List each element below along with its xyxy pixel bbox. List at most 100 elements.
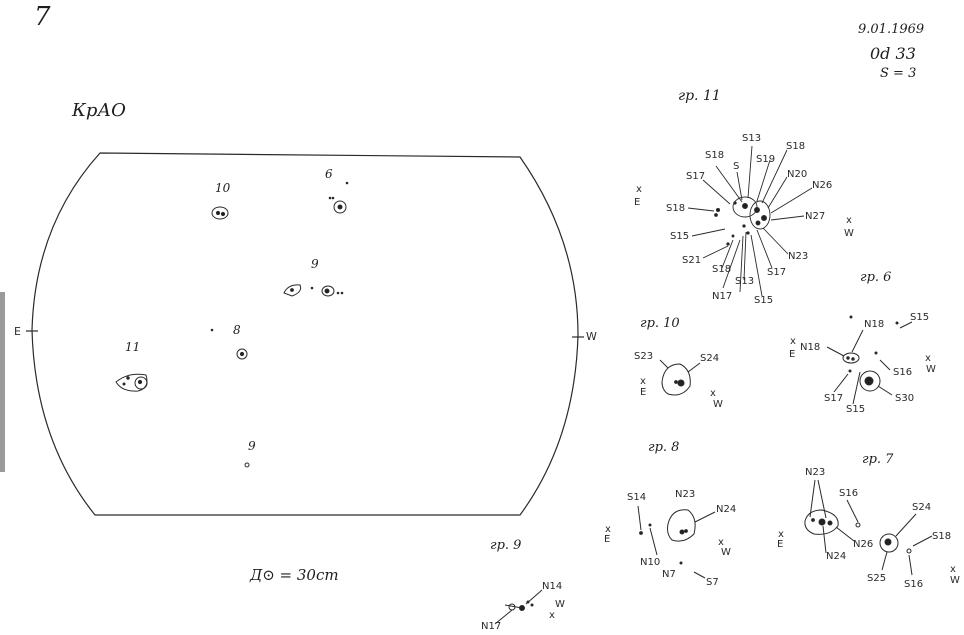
spot-group-9-central [283,284,344,297]
observation-time: 0d 33 [870,44,916,63]
group-11-label: N17 [712,291,733,302]
group-6-label: S30 [895,393,915,404]
disk-group-label-11: 11 [125,340,141,354]
group-11-orient-w: W [844,228,854,239]
disk-group-label-8: 8 [233,323,241,337]
group-11-orient-x: x [636,184,642,195]
group-6-orient-w: W [926,364,936,375]
disk-diameter-note: Д⊙ = 30cm [250,566,339,584]
group-8-label: N23 [675,489,696,500]
group-6-orient-x: x [790,336,796,347]
group-11-label: S18 [666,203,686,214]
group-7-orient-e: E [777,539,784,550]
group-6-label: S15 [846,404,866,415]
spot-group-6 [328,181,349,214]
group-11-label: N27 [805,211,826,222]
group-11-label: S18 [786,141,806,152]
group-6-label: S15 [910,312,930,323]
observation-date: 9.01.1969 [858,22,925,37]
group-10-orient-e: E [640,387,647,398]
group-7-orient-x: x [778,529,784,540]
group-8-orient-e: E [604,534,611,545]
disk-group-label-9-south: 9 [248,439,256,453]
group-11-label: S15 [670,231,690,242]
group-11-label: S21 [682,255,702,266]
group-8-label: N10 [640,557,661,568]
sheet-number: 7 [34,2,51,32]
group-11-label: N20 [787,169,808,180]
group-8-orient-x: x [605,524,611,535]
group-10-orient-x: x [640,376,646,387]
group-8-title: гр. 8 [648,440,680,455]
group-11-label: S13 [735,276,755,287]
spot-group-11 [115,373,148,392]
group-8-label: N24 [716,504,737,515]
group-7-orient-x: x [950,564,956,575]
group-11-label: S18 [712,264,732,275]
group-6-orient-x: x [925,353,931,364]
disk-group-label-6: 6 [325,167,333,181]
group-6-label: S17 [824,393,844,404]
group-11-orient-x: x [846,215,852,226]
group-10-title: гр. 10 [640,316,680,331]
group-7-label: N23 [805,467,826,478]
group-6-label: N18 [800,342,821,353]
group-8-orient-w: W [721,547,731,558]
group-10-label: S23 [634,351,654,362]
group-9-orient-w: W [555,599,565,610]
group-11-title: гр. 11 [678,88,721,104]
group-6-title: гр. 6 [860,270,892,285]
group-11-label: S13 [742,133,762,144]
west-marker: W [586,330,597,343]
group-8-label: S14 [627,492,647,503]
scan-edge-shadow [0,292,5,472]
group-7-label: N24 [826,551,847,562]
group-8-label: N7 [662,569,676,580]
group-6-orient-e: E [789,349,796,360]
group-8-label: S7 [706,577,719,588]
group-8-orient-x: x [718,537,724,548]
group-11-label: S19 [756,154,776,165]
group-9-title: гр. 9 [490,538,522,553]
group-7-label: S16 [839,488,859,499]
group-10-orient-x: x [710,388,716,399]
detail-group-7 [804,479,933,576]
spot-group-10 [211,206,229,220]
group-7-label: S16 [904,579,924,590]
group-9-label: N14 [542,581,563,592]
group-6-label: N18 [864,319,885,330]
detail-group-11 [687,145,813,297]
group-6-label: S16 [893,367,913,378]
detail-group-6 [826,315,913,405]
group-11-label: N26 [812,180,833,191]
group-7-label: S24 [912,502,932,513]
group-7-orient-w: W [950,575,960,586]
spot-group-8 [210,328,248,360]
group-11-label: S [733,161,740,172]
solar-disk-outline [31,152,579,516]
detail-group-10 [659,359,701,396]
group-7-label: S25 [867,573,887,584]
group-10-label: S24 [700,353,720,364]
group-9-label: N17 [481,621,502,632]
seeing-value: S = 3 [880,66,917,81]
group-11-label: S17 [767,267,787,278]
group-11-label: S18 [705,150,725,161]
spot-group-9-south [244,462,250,468]
disk-group-label-9-central: 9 [311,257,319,271]
group-7-label: N26 [853,539,874,550]
group-7-label: S18 [932,531,952,542]
group-9-orient-x: x [549,610,555,621]
detail-group-9 [494,589,543,625]
east-marker: E [14,325,21,338]
group-10-orient-w: W [713,399,723,410]
group-11-label: S17 [686,171,706,182]
group-11-label: S15 [754,295,774,306]
observatory-code: КрАО [72,100,126,121]
group-7-title: гр. 7 [862,452,894,467]
disk-group-label-10: 10 [215,181,231,195]
detail-group-8 [637,505,716,579]
group-11-label: N23 [788,251,809,262]
group-11-orient-e: E [634,197,641,208]
